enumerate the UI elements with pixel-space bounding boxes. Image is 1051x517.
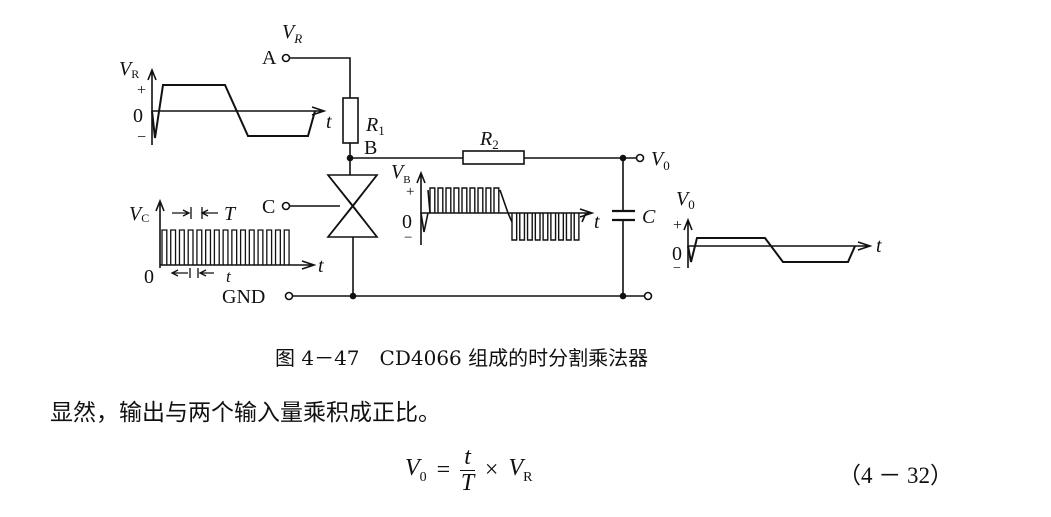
vb-pulse-positive [493, 187, 500, 213]
terminal-c [281, 201, 291, 211]
equation-lhs: V0 [405, 455, 427, 486]
circuit [281, 53, 653, 301]
wire-a [290, 57, 351, 98]
vb-pulse-positive [485, 187, 492, 213]
vb-pulse-negative [534, 213, 541, 241]
equation-equals: = [436, 457, 451, 484]
v0-wave-label: V0 [676, 188, 695, 212]
vr-waveform [147, 67, 327, 145]
resistor-r2 [462, 150, 525, 165]
vb-pulse-positive [445, 187, 452, 213]
v0-t: t [876, 235, 882, 257]
vc-axis [155, 198, 165, 268]
vc-pulse [205, 229, 212, 265]
resistor-r1 [342, 97, 359, 144]
v0-t-axis [688, 241, 873, 251]
vc-pulse [178, 229, 185, 265]
vr-signal [151, 84, 316, 139]
terminal-v0 [635, 153, 645, 163]
equation-number: （4 － 32） [838, 463, 953, 488]
vc-pulse [222, 229, 229, 265]
vb-zero: 0 [402, 211, 412, 233]
vc-period-label: T [224, 203, 237, 225]
figure-caption: 图 4－47 CD4066 组成的时分割乘法器 [275, 346, 649, 370]
vr-plus: + [137, 82, 146, 99]
terminal-a-label: A [262, 47, 277, 69]
vc-zero: 0 [144, 266, 154, 288]
vr-axis [147, 67, 157, 145]
vc-t: t [318, 255, 324, 277]
vb-wave-label: VB [391, 161, 411, 186]
vc-pulse [283, 229, 290, 265]
vc-pulse [231, 229, 238, 265]
vc-pulse [213, 229, 220, 265]
v0-zero: 0 [672, 243, 682, 265]
transmission-gate [326, 174, 379, 238]
period-marker [172, 207, 218, 219]
r2-label: R2 [479, 128, 499, 152]
terminal-gnd [284, 291, 294, 301]
v0-plus: + [673, 217, 682, 234]
node-gnd [349, 292, 357, 300]
vc-pulse [266, 229, 273, 265]
vc-pulse [161, 229, 168, 265]
vc-pulse [170, 229, 177, 265]
equation-times: × [484, 457, 499, 484]
terminal-b-label: B [364, 137, 377, 159]
vb-pulse-negative [565, 213, 572, 241]
capacitor-c [612, 158, 635, 296]
vb-pulse-positive [461, 187, 468, 213]
vr-wave-label: VR [119, 58, 139, 81]
v0-output-label: V0 [651, 148, 670, 173]
v0-signal [687, 237, 856, 263]
vr-t: t [326, 111, 332, 133]
vb-pulse-positive [453, 187, 460, 213]
vc-pulse [187, 229, 194, 265]
vr-zero: 0 [133, 105, 143, 127]
vc-pulse [239, 229, 247, 265]
vc-t-axis [160, 260, 317, 270]
vb-pulse-negative [557, 213, 565, 241]
vb-minus: − [404, 230, 412, 246]
vr-minus: − [137, 129, 146, 146]
vc-pulse [196, 229, 203, 265]
vb-waveform [416, 170, 595, 245]
vb-axis [416, 170, 426, 245]
vb-pulse-positive [477, 187, 484, 213]
vc-waveform [155, 198, 317, 278]
vc-pulse [274, 229, 281, 265]
vb-t: t [594, 211, 600, 233]
vc-wave-label: VC [129, 203, 149, 225]
equation-rhs: VR [508, 455, 533, 486]
terminal-gnd-out [643, 291, 653, 301]
capacitor-label: C [642, 206, 656, 228]
gnd-label: GND [222, 286, 265, 308]
r1-label: R1 [365, 114, 385, 138]
vr-input-label: VR [282, 21, 302, 46]
body-text: 显然，输出与两个输入量乘积成正比。 [50, 400, 441, 426]
v0-minus: − [673, 261, 681, 276]
pulse-width-marker [170, 268, 214, 278]
vb-pulse-negative [519, 213, 526, 241]
vb-pulse-negative [526, 213, 533, 241]
vc-pulse [248, 229, 255, 265]
v0-waveform [683, 217, 873, 268]
terminal-a [281, 53, 291, 63]
vb-pulse-negative [511, 213, 518, 241]
vb-pulse-negative [550, 213, 557, 241]
vb-pulse-positive [469, 187, 476, 213]
vb-pulse-positive [437, 187, 444, 213]
vb-plus: + [406, 184, 414, 200]
vb-pulse-negative [542, 213, 549, 241]
terminal-c-label: C [262, 196, 275, 218]
vb-pulse-positive [429, 187, 436, 213]
vc-pulse [257, 229, 264, 265]
vc-pulse-t: t [226, 267, 232, 286]
v0-axis [683, 217, 693, 268]
vb-pulse-negative [573, 213, 580, 241]
